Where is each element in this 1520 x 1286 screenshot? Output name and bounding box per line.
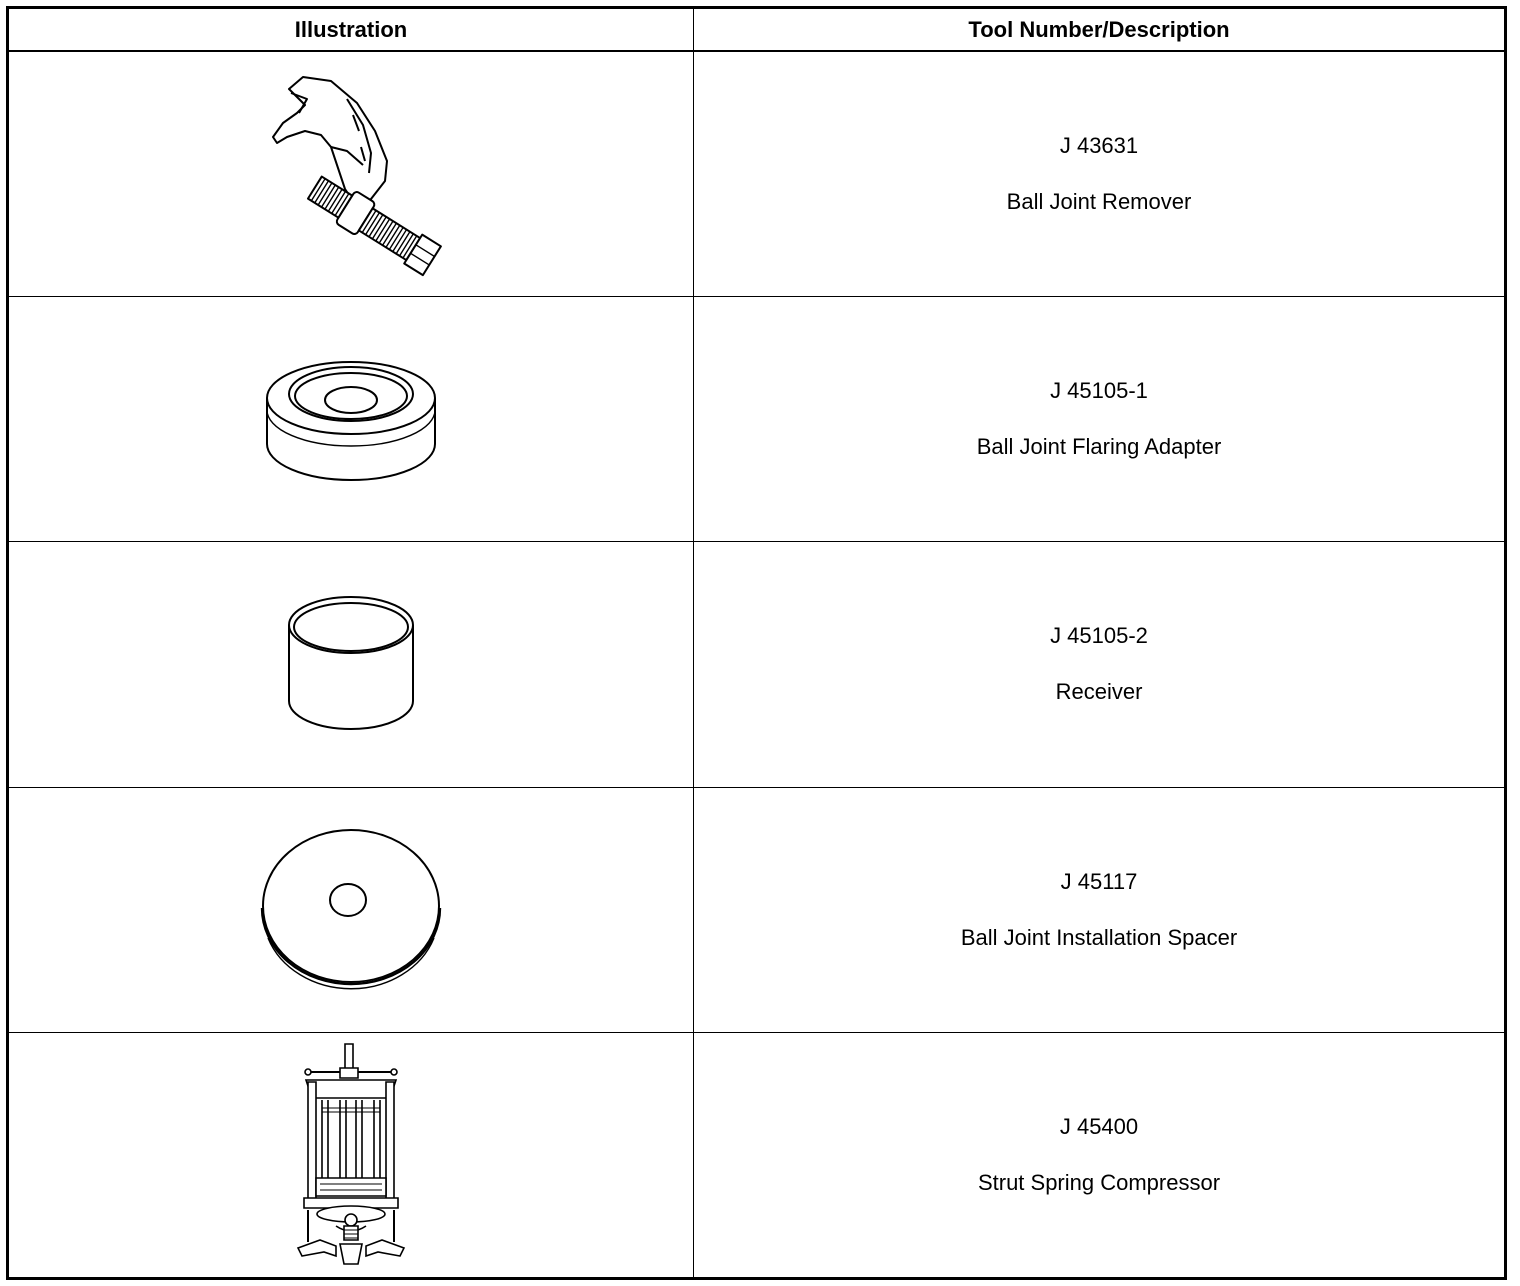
tool-description: Receiver bbox=[1055, 679, 1143, 705]
illustration-cell bbox=[7, 541, 694, 788]
table-row: J 43631 Ball Joint Remover bbox=[7, 50, 1506, 298]
illustration-cell bbox=[7, 296, 694, 543]
description-cell: J 43631 Ball Joint Remover bbox=[693, 50, 1506, 298]
illustration-cell bbox=[7, 786, 694, 1033]
tool-description: Ball Joint Installation Spacer bbox=[960, 924, 1238, 950]
tool-number: J 45400 bbox=[1059, 1113, 1139, 1139]
tool-number: J 45117 bbox=[1060, 868, 1138, 894]
flaring-adapter-icon bbox=[261, 344, 441, 494]
description-cell: J 45400 Strut Spring Compressor bbox=[693, 1031, 1506, 1280]
table-row: J 45105-2 Receiver bbox=[7, 541, 1506, 788]
description-cell: J 45105-2 Receiver bbox=[693, 541, 1506, 788]
header-row: Illustration Tool Number/Description bbox=[7, 7, 1506, 52]
ball-joint-remover-icon bbox=[251, 69, 451, 279]
header-tool-description: Tool Number/Description bbox=[693, 7, 1506, 52]
table-row: J 45117 Ball Joint Installation Spacer bbox=[7, 786, 1506, 1033]
tool-number: J 43631 bbox=[1059, 133, 1139, 159]
receiver-icon bbox=[281, 589, 421, 739]
description-cell: J 45117 Ball Joint Installation Spacer bbox=[693, 786, 1506, 1033]
illustration-cell bbox=[7, 50, 694, 298]
strut-spring-compressor-icon bbox=[296, 1042, 406, 1268]
tool-description: Ball Joint Remover bbox=[1006, 189, 1192, 215]
table-row: J 45400 Strut Spring Compressor bbox=[7, 1031, 1506, 1280]
installation-spacer-icon bbox=[258, 828, 444, 992]
table-row: J 45105-1 Ball Joint Flaring Adapter bbox=[7, 296, 1506, 543]
tool-table: Illustration Tool Number/Description bbox=[6, 6, 1507, 1280]
tool-number: J 45105-2 bbox=[1050, 623, 1148, 649]
tool-description: Ball Joint Flaring Adapter bbox=[976, 434, 1222, 460]
description-cell: J 45105-1 Ball Joint Flaring Adapter bbox=[693, 296, 1506, 543]
tool-number: J 45105-1 bbox=[1050, 378, 1148, 404]
header-illustration: Illustration bbox=[7, 7, 694, 52]
illustration-cell bbox=[7, 1031, 694, 1280]
tool-description: Strut Spring Compressor bbox=[977, 1169, 1221, 1195]
